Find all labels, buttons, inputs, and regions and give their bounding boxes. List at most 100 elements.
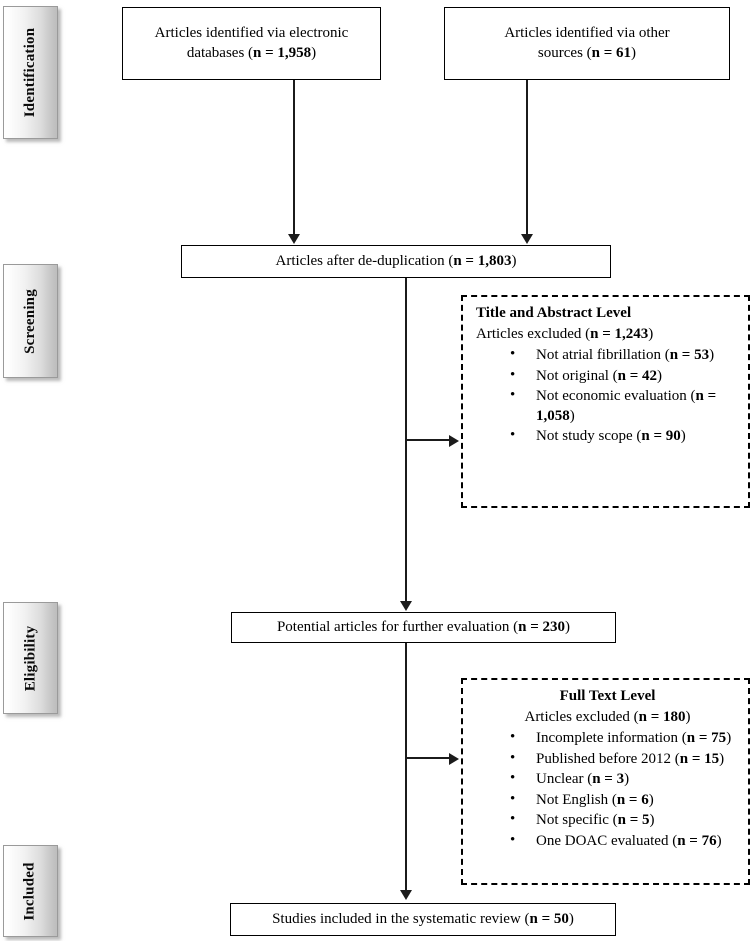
box-articles-after-deduplication: Articles after de-duplication (n = 1,803…	[181, 245, 611, 278]
item-post: )	[569, 407, 575, 424]
connector-fulltext-exclusion	[405, 757, 451, 759]
item-post: )	[657, 367, 663, 384]
item-text: One DOAC evaluated (	[536, 832, 678, 849]
phase-tab-screening-label: Screening	[22, 288, 39, 354]
box-studies-included-text: Studies included in the systematic revie…	[272, 910, 574, 930]
box-potential-articles-text: Potential articles for further evaluatio…	[277, 618, 570, 638]
item-post: )	[709, 347, 715, 363]
exclusion-title-abstract-heading: Title and Abstract Level	[476, 305, 632, 321]
list-item: One DOAC evaluated (n = 76)	[510, 831, 739, 852]
item-post: )	[648, 791, 654, 808]
text-count: n = 230	[518, 618, 566, 635]
box-articles-other-sources: Articles identified via other sources (n…	[444, 7, 730, 80]
connector-other-to-dedup	[526, 80, 528, 236]
item-text: Incomplete information (	[536, 730, 687, 746]
exclusion-box-full-text: Full Text Level Articles excluded (n = 1…	[461, 678, 750, 885]
box-articles-electronic-databases: Articles identified via electronic datab…	[122, 7, 381, 80]
item-count: n = 3	[592, 771, 625, 787]
box-articles-other-sources-text: Articles identified via other sources (n…	[504, 24, 669, 64]
list-item: Not economic evaluation (n = 1,058)	[510, 386, 739, 426]
text-post: )	[565, 618, 571, 635]
line-1: Articles identified via electronic	[154, 24, 349, 41]
exclusion-full-text-subtitle: Articles excluded (n = 180)	[476, 708, 739, 728]
line-2-post: )	[631, 44, 637, 61]
phase-tab-screening: Screening	[3, 264, 58, 378]
item-text: Not specific (	[536, 812, 618, 828]
list-item: Incomplete information (n = 75)	[510, 728, 739, 749]
list-item: Not study scope (n = 90)	[510, 426, 739, 447]
item-post: )	[716, 832, 722, 849]
connector-potential-to-included	[405, 643, 407, 892]
connector-electronic-to-dedup	[293, 80, 295, 236]
item-text: Not economic evaluation (	[536, 388, 696, 404]
phase-tab-included: Included	[3, 845, 58, 937]
text-pre: Articles after de-duplication (	[275, 252, 454, 269]
connector-screening-exclusion	[405, 439, 451, 441]
item-post: )	[680, 428, 686, 444]
box-studies-included: Studies included in the systematic revie…	[230, 903, 616, 936]
item-post: )	[624, 771, 630, 787]
text-post: )	[568, 910, 574, 927]
item-post: )	[719, 750, 725, 767]
item-post: )	[649, 812, 655, 828]
text-pre: Potential articles for further evaluatio…	[276, 618, 519, 635]
line-2-count: n = 61	[591, 44, 632, 61]
item-count: n = 6	[616, 791, 649, 808]
exclusion-box-title-abstract: Title and Abstract Level Articles exclud…	[461, 295, 750, 508]
item-count: n = 5	[617, 812, 650, 828]
box-articles-electronic-databases-text: Articles identified via electronic datab…	[155, 24, 349, 64]
text-count: n = 1,803	[453, 252, 512, 269]
subtitle-pre: Articles excluded (	[476, 325, 591, 342]
subtitle-pre: Articles excluded (	[524, 708, 639, 725]
list-item: Not atrial fibrillation (n = 53)	[510, 345, 739, 366]
list-item: Unclear (n = 3)	[510, 769, 739, 790]
item-text: Published before 2012 (	[536, 750, 680, 767]
list-item: Not English (n = 6)	[510, 790, 739, 811]
item-text: Not English (	[536, 791, 617, 808]
phase-tab-identification: Identification	[3, 6, 58, 139]
item-count: n = 1,058	[536, 388, 717, 424]
subtitle-post: )	[685, 708, 691, 725]
line-2-pre: sources (	[537, 44, 592, 61]
line-2-pre: databases (	[186, 44, 254, 61]
box-potential-articles: Potential articles for further evaluatio…	[231, 612, 616, 643]
text-count: n = 50	[529, 910, 569, 927]
item-count: n = 53	[669, 347, 710, 363]
arrowhead-other-to-dedup	[521, 234, 533, 244]
subtitle-count: n = 180	[638, 708, 686, 725]
arrowhead-screening-exclusion	[449, 435, 459, 447]
item-count: n = 76	[677, 832, 717, 849]
exclusion-title-abstract-subtitle: Articles excluded (n = 1,243)	[476, 325, 739, 345]
item-post: )	[726, 730, 732, 746]
arrowhead-dedup-to-potential	[400, 601, 412, 611]
phase-tab-eligibility: Eligibility	[3, 602, 58, 714]
item-text: Not original (	[536, 367, 618, 384]
line-1: Articles identified via other	[504, 24, 670, 41]
exclusion-full-text-heading: Full Text Level	[559, 688, 656, 704]
box-articles-after-deduplication-text: Articles after de-duplication (n = 1,803…	[276, 252, 517, 272]
list-item: Published before 2012 (n = 15)	[510, 749, 739, 770]
exclusion-full-text-list: Incomplete information (n = 75) Publishe…	[476, 728, 739, 852]
item-text: Not atrial fibrillation (	[536, 347, 670, 363]
item-text: Unclear (	[536, 771, 593, 787]
text-pre: Studies included in the systematic revie…	[272, 910, 530, 927]
item-count: n = 75	[686, 730, 727, 746]
subtitle-post: )	[648, 325, 654, 342]
list-item: Not original (n = 42)	[510, 366, 739, 387]
arrowhead-fulltext-exclusion	[449, 753, 459, 765]
item-count: n = 42	[617, 367, 658, 384]
item-count: n = 15	[679, 750, 720, 767]
item-text: Not study scope (	[536, 428, 642, 444]
text-post: )	[511, 252, 517, 269]
arrowhead-electronic-to-dedup	[288, 234, 300, 244]
list-item: Not specific (n = 5)	[510, 810, 739, 831]
exclusion-title-abstract-list: Not atrial fibrillation (n = 53) Not ori…	[476, 345, 739, 447]
item-count: n = 90	[641, 428, 681, 444]
phase-tab-eligibility-label: Eligibility	[22, 625, 38, 691]
subtitle-count: n = 1,243	[590, 325, 649, 342]
phase-tab-included-label: Included	[22, 861, 39, 921]
line-2-count: n = 1,958	[253, 44, 312, 61]
arrowhead-potential-to-included	[400, 890, 412, 900]
line-2-post: )	[311, 44, 317, 61]
